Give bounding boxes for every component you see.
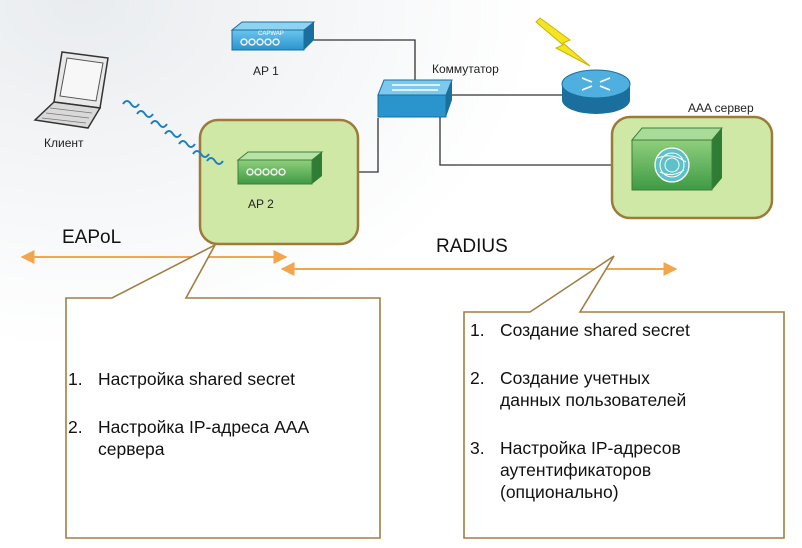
right-callout-list: 1. Создание shared secret 2. Создание уч…: [470, 319, 770, 503]
ap1-icon: [230, 21, 316, 51]
right-callout: [463, 255, 785, 539]
list-item-number: 3.: [470, 438, 485, 458]
ap1-badge: CAPWAP: [258, 31, 284, 37]
ap2-icon: [236, 151, 324, 185]
list-item-text: Создание shared secret: [500, 320, 690, 340]
list-item: 1. Создание shared secret: [470, 319, 770, 341]
list-item-number: 1.: [68, 369, 83, 389]
link-switch-aaa: [439, 110, 640, 166]
ap2-label: AP 2: [248, 197, 274, 211]
radius-label: RADIUS: [436, 236, 508, 257]
aaa-server-label: AAA сервер: [688, 101, 754, 115]
list-item: 1. Настройка shared secret: [68, 368, 348, 390]
laptop-icon: [33, 51, 109, 129]
switch-icon: [377, 79, 453, 118]
aaa-server-icon: [630, 127, 724, 191]
wireless-signal-icon: [122, 100, 224, 165]
list-item: 3. Настройка IP-адресов аутентификаторов…: [470, 437, 770, 503]
list-item-text: Создание учетных данных пользователей: [500, 368, 687, 410]
list-item-number: 1.: [470, 320, 485, 340]
list-item: 2. Настройка IP-адреса AAA сервера: [68, 416, 348, 460]
ap1-label: AP 1: [253, 64, 279, 78]
left-callout-list: 1. Настройка shared secret 2. Настройка …: [68, 368, 348, 460]
link-ap1-switch: [312, 39, 416, 85]
eapol-label: EAPoL: [62, 227, 122, 248]
list-item-number: 2.: [470, 368, 485, 388]
lightning-icon: [535, 17, 591, 67]
list-item: 2. Создание учетных данных пользователей: [470, 367, 770, 411]
list-item-number: 2.: [68, 417, 83, 437]
left-callout: [65, 243, 381, 539]
router-icon: [561, 69, 631, 114]
list-item-text: Настройка IP-адресов аутентификаторов (о…: [500, 438, 681, 502]
switch-label: Коммутатор: [432, 62, 499, 76]
list-item-text: Настройка shared secret: [98, 369, 296, 389]
list-item-text: Настройка IP-адреса AAA сервера: [98, 417, 309, 459]
client-label: Клиент: [44, 136, 84, 150]
